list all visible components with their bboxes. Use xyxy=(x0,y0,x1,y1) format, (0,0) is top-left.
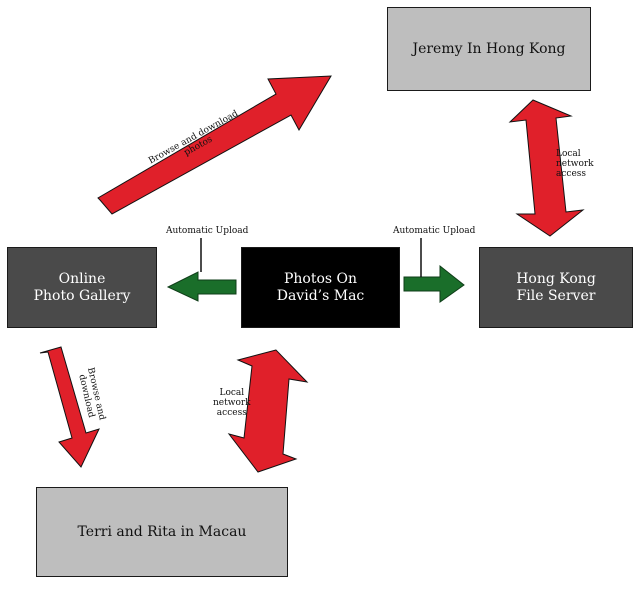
local-access-label-mid: Local network access xyxy=(213,388,251,418)
macau-node: Terri and Rita in Macau xyxy=(36,487,288,577)
arrow-gallery-to-macau xyxy=(39,346,100,468)
online-gallery-node: Online Photo Gallery xyxy=(7,247,157,328)
hk-file-server-node: Hong Kong File Server xyxy=(479,247,633,328)
upload-label-left: Automatic Upload xyxy=(166,226,249,236)
jeremy-node: Jeremy In Hong Kong xyxy=(387,7,591,91)
arrow-mac-to-server xyxy=(403,264,465,303)
davids-mac-node: Photos On David’s Mac xyxy=(241,247,400,328)
arrow-mac-macau xyxy=(227,349,309,473)
arrow-browse-to-jeremy xyxy=(97,75,332,215)
upload-label-right: Automatic Upload xyxy=(393,226,476,236)
local-access-label-right: Local network access xyxy=(556,149,594,179)
arrow-jeremy-server xyxy=(508,99,585,237)
arrow-mac-to-gallery xyxy=(166,271,237,302)
